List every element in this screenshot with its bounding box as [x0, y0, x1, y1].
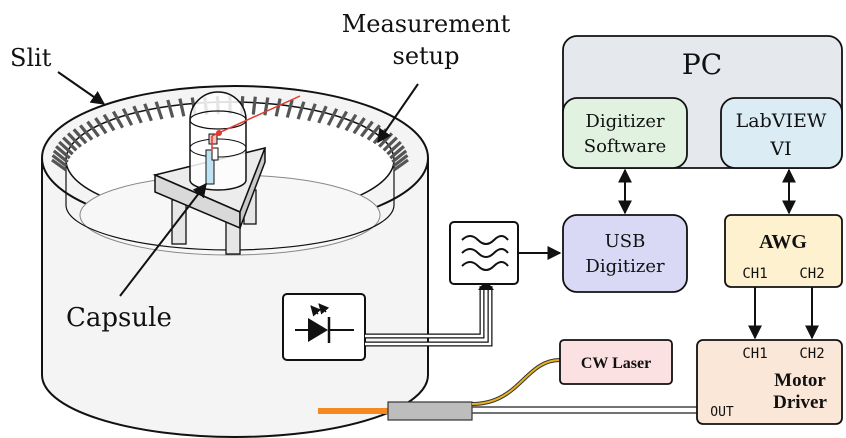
- labview-box: LabVIEW VI: [720, 97, 843, 169]
- awg-ch2: CH2: [799, 266, 824, 282]
- capsule-label: Capsule: [66, 303, 172, 333]
- slit-stripe: [352, 117, 366, 135]
- motor-driver-out: OUT: [710, 405, 734, 420]
- digitizer-software-line1: Digitizer: [585, 111, 665, 132]
- photodiode-box: [282, 293, 366, 361]
- slit-stripe: [296, 101, 306, 120]
- slit-stripe: [326, 108, 339, 126]
- fiber-cables: [318, 358, 697, 421]
- digitizer-software-box: Digitizer Software: [562, 97, 688, 169]
- measurement-cylinder: [41, 85, 429, 438]
- slit-stripe: [102, 113, 116, 132]
- slit-stripe: [317, 105, 328, 124]
- slit-stripe: [382, 136, 398, 152]
- awg-ch1: CH1: [742, 266, 767, 282]
- slit-stripe: [389, 145, 405, 160]
- slit-stripe: [66, 132, 82, 148]
- slit-stripe: [121, 108, 134, 126]
- slit-stripe: [360, 120, 374, 138]
- slit-stripe: [55, 145, 71, 160]
- slit-stripe: [62, 136, 78, 152]
- usb-digitizer-line2: Digitizer: [585, 256, 665, 277]
- slit-stripe: [52, 149, 69, 164]
- slit-stripe: [307, 103, 317, 122]
- cw-laser-box: CW Laser: [559, 339, 673, 385]
- slit-stripe: [143, 103, 153, 122]
- slit-stripe: [391, 149, 408, 164]
- slit-stripe: [72, 128, 88, 145]
- labview-line2: VI: [769, 138, 791, 160]
- motor-driver-ch1: CH1: [742, 346, 767, 362]
- slit-stripe: [51, 158, 67, 172]
- slit-stripe: [51, 154, 68, 168]
- slit-stripe: [393, 158, 409, 172]
- awg-title: AWG: [759, 231, 807, 253]
- motor-driver-line1: Motor: [774, 370, 826, 391]
- motor-driver-line2: Driver: [773, 392, 827, 413]
- lowpass-filter-icon: [461, 235, 509, 271]
- slit-stripe: [58, 140, 74, 156]
- measurement-setup-line1: Measurement: [342, 10, 511, 38]
- slit-stripe: [251, 96, 257, 115]
- motor-driver-ch2: CH2: [799, 346, 824, 362]
- measurement-setup-pointer: [377, 83, 419, 144]
- slit-stripe: [132, 105, 143, 124]
- slit-stripe: [154, 101, 164, 120]
- pc-title: PC: [682, 48, 722, 81]
- slit-stripe: [274, 98, 282, 117]
- capsule-pointer: [119, 182, 207, 297]
- signal-cable: [365, 280, 494, 347]
- labview-line1: LabVIEW: [736, 110, 827, 132]
- cw-laser-label: CW Laser: [581, 355, 651, 372]
- slit-stripe: [392, 154, 409, 168]
- slit-stripe: [386, 140, 402, 156]
- slit-stripe: [166, 99, 175, 118]
- slit-stripe: [86, 120, 100, 138]
- filter-box: [449, 221, 519, 285]
- measurement-setup-line2: setup: [393, 42, 460, 70]
- usb-digitizer-box: USB Digitizer: [562, 214, 688, 293]
- slit-stripe: [178, 98, 186, 117]
- slit-ring: [51, 96, 409, 172]
- slit-stripe: [336, 110, 348, 129]
- slit-stripe: [112, 110, 124, 129]
- awg-box: AWG CH1 CH2: [724, 214, 843, 288]
- motor-driver-box: CH1 CH2 Motor Driver OUT: [696, 339, 843, 425]
- slit-label: Slit: [10, 44, 52, 72]
- capsule: [189, 91, 247, 191]
- slit-stripe: [344, 113, 358, 132]
- slit-stripe: [285, 99, 294, 118]
- slit-stripe: [94, 117, 108, 135]
- slit-stripe: [79, 124, 94, 141]
- digitizer-software-line2: Software: [584, 136, 666, 157]
- laser-beam: [211, 95, 301, 152]
- usb-digitizer-line1: USB: [605, 231, 646, 252]
- slit-pointer: [57, 71, 106, 105]
- photodiode-icon: [295, 303, 354, 343]
